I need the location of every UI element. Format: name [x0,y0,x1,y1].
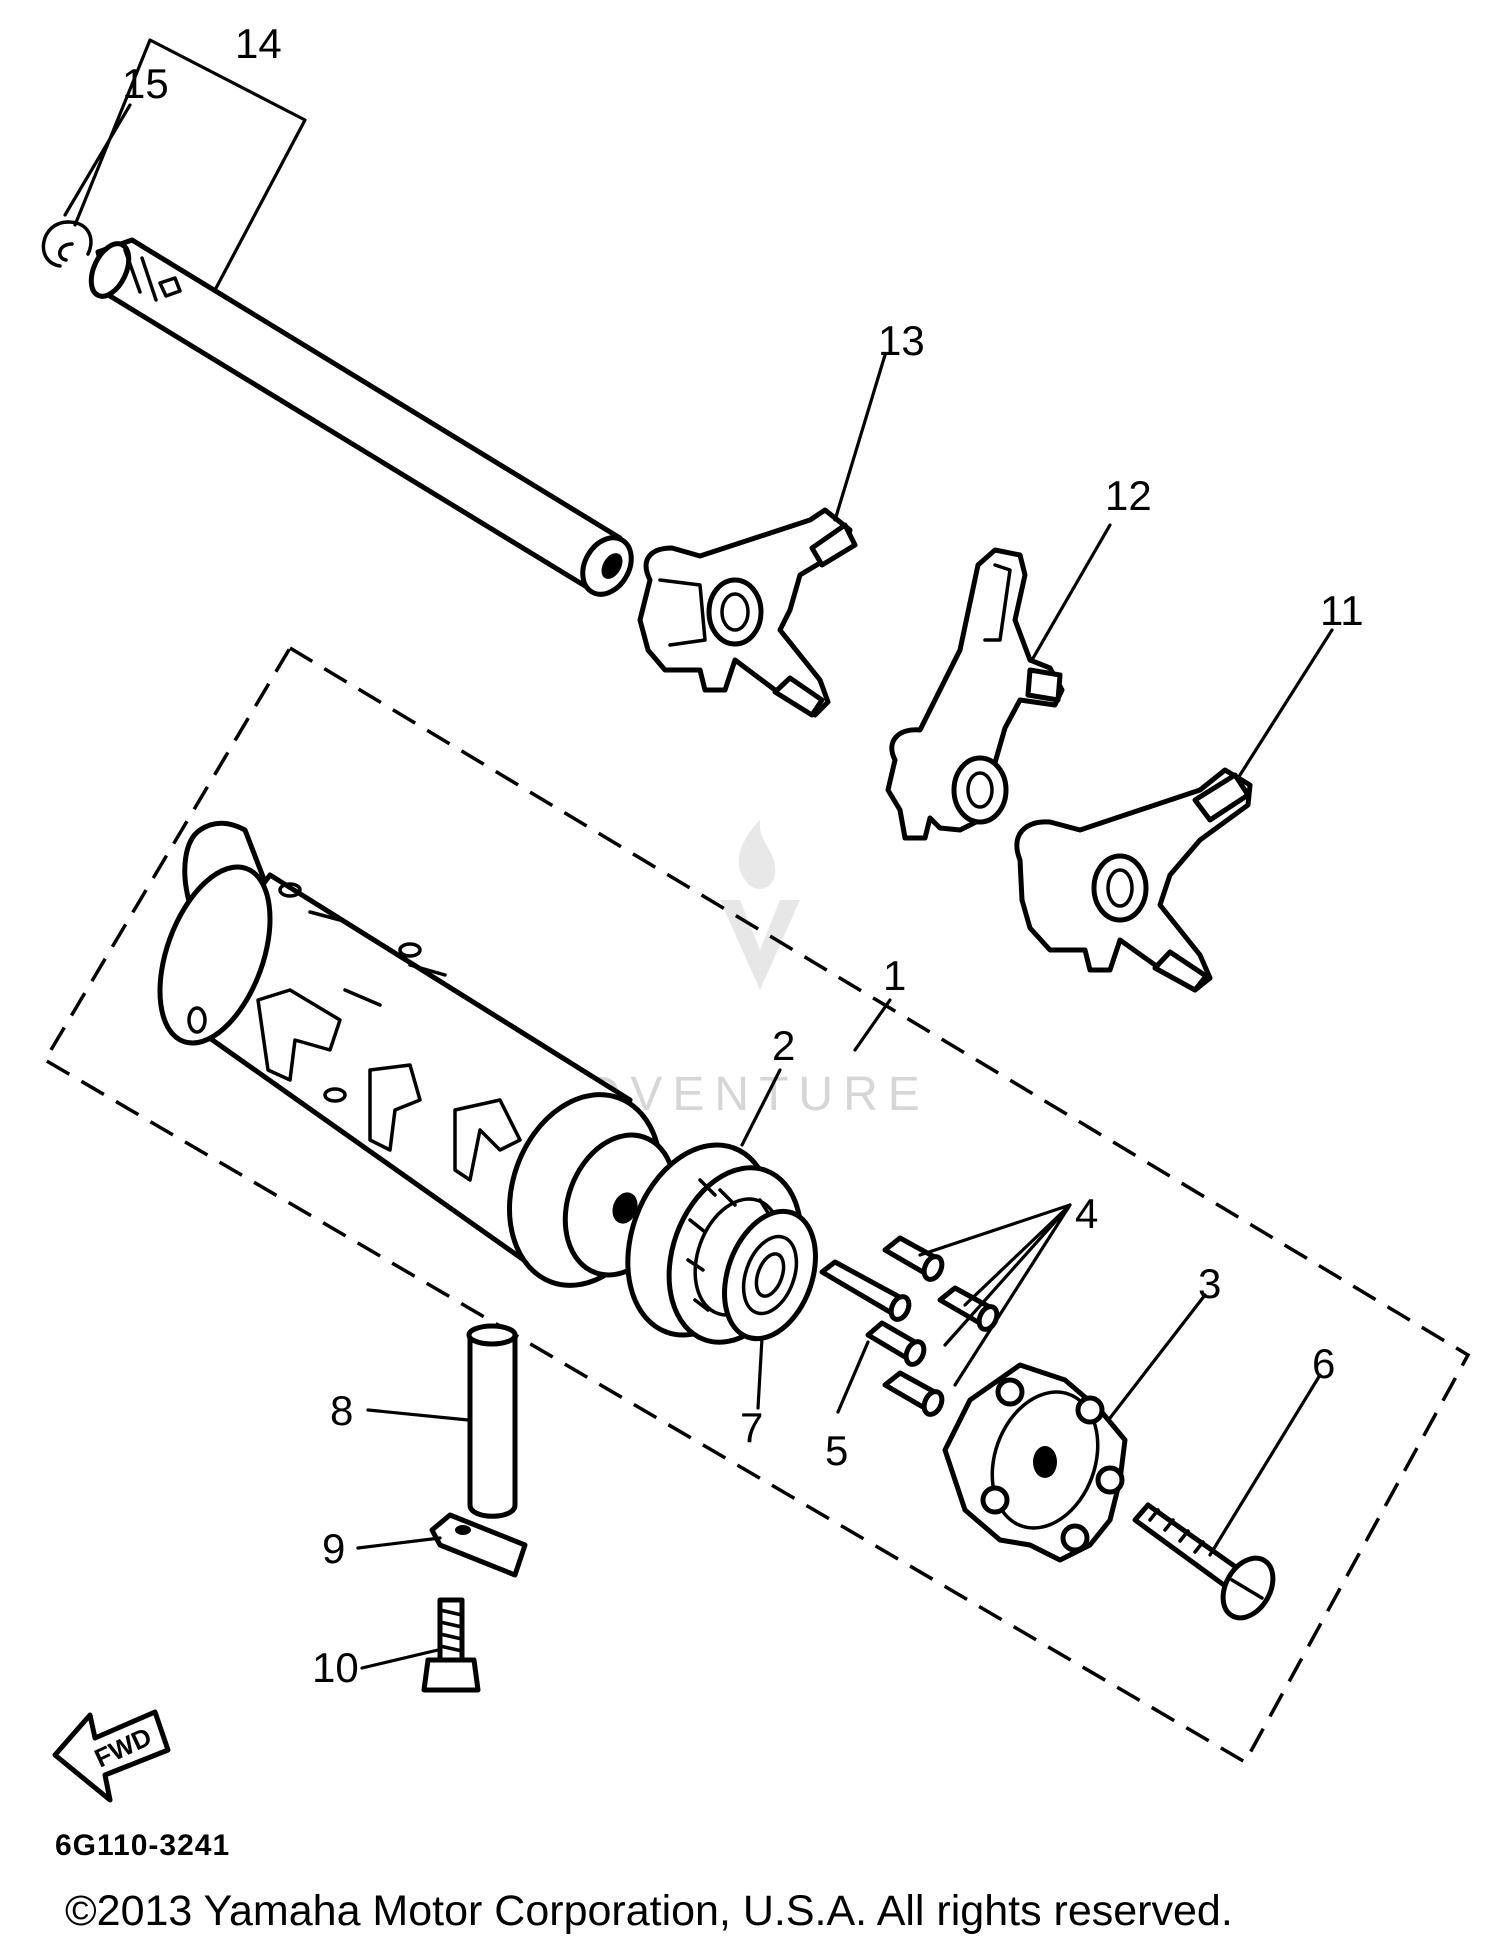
callout-10: 10 [312,1644,359,1691]
watermark-logo-icon [720,820,800,990]
part-10-bolt [421,1597,481,1693]
fwd-arrow: FWD [52,1709,171,1803]
copyright-notice: ©2013 Yamaha Motor Corporation, U.S.A. A… [65,1887,1233,1935]
callout-15: 15 [122,60,169,107]
part-15-circlip [41,220,93,268]
part-11-shift-fork [1014,767,1253,993]
callout-9: 9 [322,1525,345,1572]
callout-12: 12 [1105,472,1152,519]
callout-7: 7 [740,1404,763,1451]
part-13-shift-fork [637,507,858,718]
part-14-shift-fork-shaft [88,237,634,597]
callout-11: 11 [1320,587,1364,634]
part-1-shift-drum [157,820,678,1288]
callout-5: 5 [825,1427,848,1474]
callout-2: 2 [772,1022,795,1069]
part-6-screw [1132,1502,1276,1621]
diagram-code: 6G110-3241 [55,1829,230,1862]
callout-4: 4 [1075,1190,1098,1237]
callout-14: 14 [235,20,282,67]
callout-6: 6 [1312,1340,1335,1387]
part-12-shift-fork [885,547,1065,841]
callout-8: 8 [330,1387,353,1434]
part-5-pin [819,1259,912,1322]
part-3-segment [942,1362,1128,1563]
leader-lines [63,38,1334,1670]
callout-3: 3 [1198,1260,1221,1307]
callout-13: 13 [878,317,925,364]
part-8-pin [466,1323,518,1519]
callout-1: 1 [883,952,906,999]
part-9-stopper [429,1512,528,1578]
part-7-cam [722,1208,818,1342]
callout-labels: 14 15 13 12 11 1 2 4 3 6 7 5 8 9 10 [122,20,1364,1691]
